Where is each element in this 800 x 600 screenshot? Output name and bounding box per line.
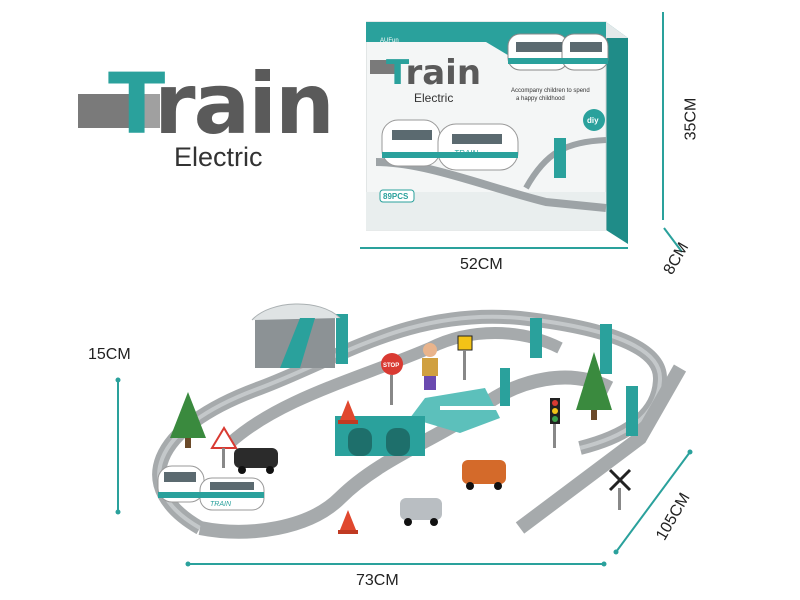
title-rest: rain <box>154 55 335 153</box>
svg-text:TRAIN: TRAIN <box>454 149 478 158</box>
warning-sign-icon <box>210 426 238 468</box>
box-subtitle: Electric <box>414 91 453 105</box>
svg-text:TRAIN: TRAIN <box>210 501 232 508</box>
product-title: Train Electric <box>78 62 348 180</box>
pillar <box>500 368 510 408</box>
title-text: Train <box>108 62 335 146</box>
track-height-label: 15CM <box>88 346 131 363</box>
product-box: Train Electric Accompany children to spe… <box>366 21 628 244</box>
box-height-label: 35CM <box>682 97 700 141</box>
pillar <box>626 386 638 436</box>
car-orange-icon <box>462 460 506 490</box>
box-scene-train: TRAIN <box>381 119 519 171</box>
scene-train: TRAIN <box>157 465 265 511</box>
train-station <box>251 303 341 368</box>
svg-text:STOP: STOP <box>383 363 399 369</box>
stop-sign-icon: STOP <box>381 353 403 405</box>
track-playset: STOP TRAIN <box>152 303 687 539</box>
pillar <box>336 314 348 364</box>
box-train-icon <box>507 33 609 71</box>
svg-text:diy: diy <box>587 116 599 125</box>
box-slogan-1: Accompany children to spend <box>511 88 590 94</box>
title-decor-bar-light <box>130 94 160 128</box>
diy-badge-icon <box>583 109 605 131</box>
track-width-label: 73CM <box>356 572 399 589</box>
subtitle-text: Electric <box>174 142 263 172</box>
box-slogan-2: a happy childhood <box>516 96 565 102</box>
pillar <box>530 318 542 358</box>
car-black-icon <box>234 448 278 474</box>
car-silver-icon <box>400 498 442 526</box>
pillar <box>600 324 612 374</box>
pieces-label: 89PCS <box>383 192 409 201</box>
title-letter-t: T <box>108 55 156 153</box>
person-figure-icon <box>422 343 438 390</box>
tunnel-sign-icon <box>457 335 473 380</box>
tree-icon <box>170 392 206 448</box>
tree-icon <box>576 352 612 420</box>
box-width-label: 52CM <box>460 256 503 273</box>
traffic-cone-icon <box>338 510 358 534</box>
railway-crossing-icon <box>608 468 632 510</box>
box-title: Train <box>386 53 481 93</box>
traffic-light-icon <box>550 398 560 448</box>
traffic-cone-icon <box>338 400 358 424</box>
box-brand: AUFun <box>380 38 399 44</box>
platform <box>410 388 500 433</box>
